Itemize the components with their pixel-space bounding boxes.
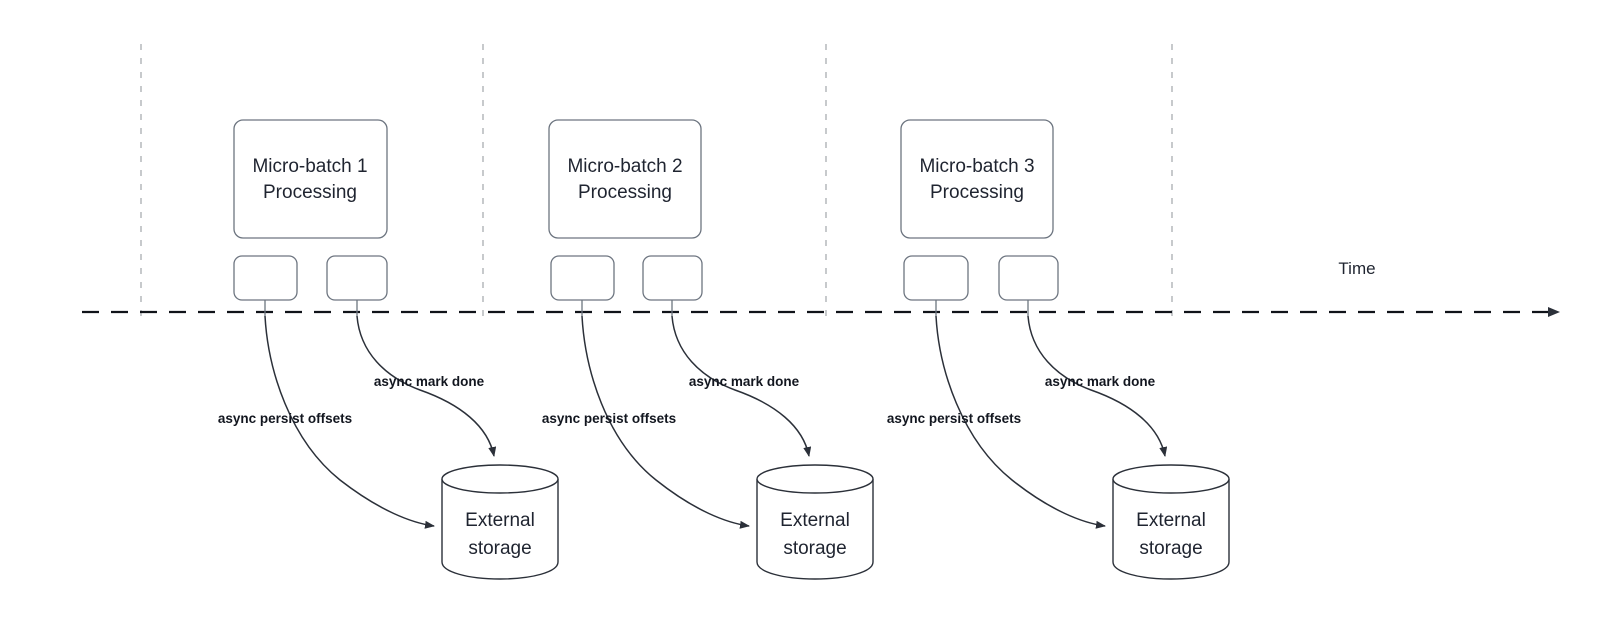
micro-batch-3-persist-offsets-label: async persist offsets xyxy=(887,411,1021,426)
micro-batch-2-box[interactable] xyxy=(548,119,702,239)
micro-batch-3-box[interactable] xyxy=(900,119,1054,239)
micro-batch-2-storage-line2: storage xyxy=(783,538,846,559)
micro-batch-1-title-line2: Processing xyxy=(263,182,357,203)
micro-batch-2-mark-done-label: async mark done xyxy=(689,374,800,389)
micro-batch-1-group: Micro-batch 1 Processing async persist o… xyxy=(218,119,559,580)
micro-batch-2-title-line2: Processing xyxy=(578,182,672,203)
micro-batch-3-task-a-box[interactable] xyxy=(903,255,969,301)
micro-batch-2-persist-offsets-arrow xyxy=(581,315,750,529)
micro-batch-1-title-line1: Micro-batch 1 xyxy=(252,156,367,177)
micro-batch-3-external-storage[interactable]: External storage xyxy=(1112,464,1230,580)
micro-batch-3-persist-offsets-arrow xyxy=(935,315,1106,529)
micro-batch-1-storage-line2: storage xyxy=(468,538,531,559)
micro-batch-3-group: Micro-batch 3 Processing async persist o… xyxy=(887,119,1230,580)
micro-batch-2-persist-offsets-label: async persist offsets xyxy=(542,411,676,426)
micro-batch-2-task-b-box[interactable] xyxy=(642,255,703,301)
micro-batch-2-external-storage[interactable]: External storage xyxy=(756,464,874,580)
micro-batch-1-persist-offsets-arrow xyxy=(264,315,435,529)
micro-batch-1-external-storage[interactable]: External storage xyxy=(441,464,559,580)
micro-batch-1-mark-done-arrow xyxy=(356,315,497,457)
micro-batch-2-task-a-box[interactable] xyxy=(550,255,615,301)
micro-batch-2-title-line1: Micro-batch 2 xyxy=(567,156,682,177)
micro-batch-2-group: Micro-batch 2 Processing async persist o… xyxy=(542,119,874,580)
micro-batch-2-storage-line1: External xyxy=(780,510,850,531)
micro-batch-3-storage-line2: storage xyxy=(1139,538,1202,559)
micro-batch-1-storage-line1: External xyxy=(465,510,535,531)
micro-batch-1-task-b-box[interactable] xyxy=(326,255,388,301)
micro-batch-1-persist-offsets-label: async persist offsets xyxy=(218,411,352,426)
micro-batch-3-mark-done-arrow xyxy=(1027,315,1168,457)
micro-batch-1-box[interactable] xyxy=(233,119,388,239)
micro-batch-3-title-line2: Processing xyxy=(930,182,1024,203)
micro-batch-3-task-b-box[interactable] xyxy=(998,255,1059,301)
micro-batch-3-title-line1: Micro-batch 3 xyxy=(919,156,1034,177)
micro-batch-1-task-a-box[interactable] xyxy=(233,255,298,301)
micro-batch-1-mark-done-label: async mark done xyxy=(374,374,485,389)
micro-batch-3-mark-done-label: async mark done xyxy=(1045,374,1156,389)
micro-batch-2-mark-done-arrow xyxy=(671,315,812,457)
time-axis-label: Time xyxy=(1338,259,1375,278)
micro-batch-3-storage-line1: External xyxy=(1136,510,1206,531)
timeline-ticks xyxy=(140,44,1173,322)
